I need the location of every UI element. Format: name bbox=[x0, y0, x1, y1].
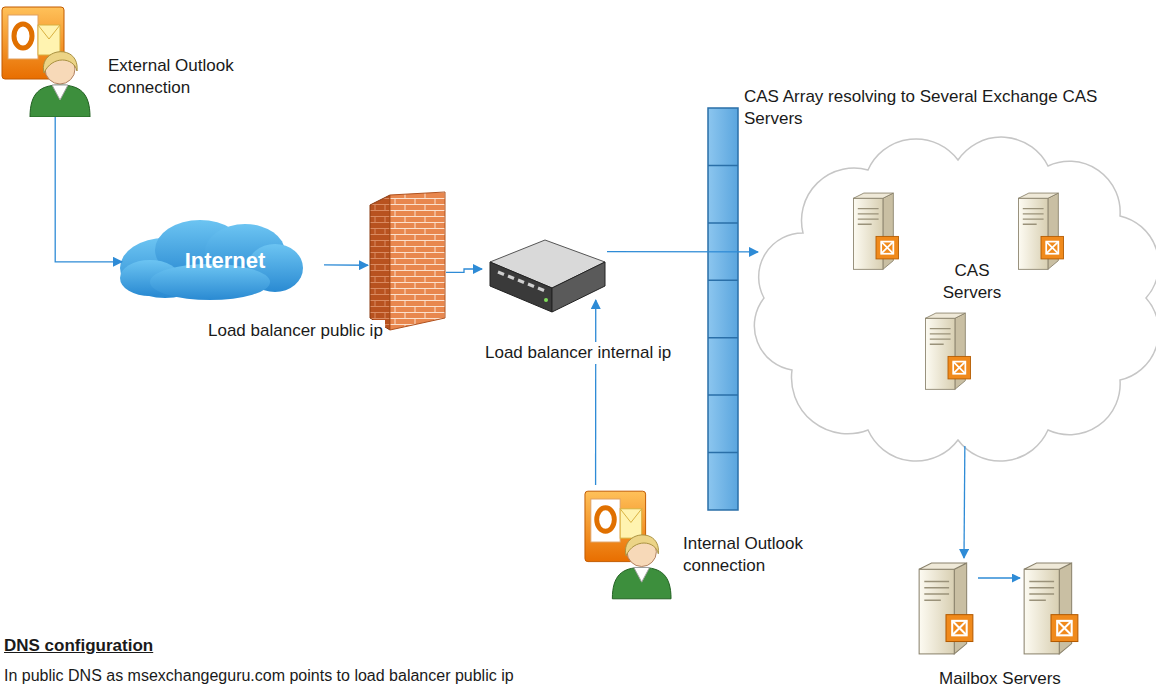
node-label: Internal Outlook connection bbox=[681, 533, 835, 577]
connector-arrow bbox=[963, 446, 965, 558]
internet-cloud: Internet bbox=[122, 222, 324, 300]
node-label: CAS Array resolving to Several Exchange … bbox=[742, 86, 1138, 130]
connector-arrow bbox=[607, 251, 758, 253]
mailbox-servers: Mailbox Servers bbox=[915, 558, 1090, 662]
node-label: CAS Servers bbox=[930, 260, 1014, 304]
connector-arrow bbox=[446, 269, 482, 272]
cloud-outline bbox=[754, 137, 1156, 461]
firewall: Load balancer public ip bbox=[368, 190, 446, 332]
load-balancer: Load balancer internal ip bbox=[482, 238, 607, 300]
outlook-client: External Outlook connection bbox=[0, 5, 92, 117]
cas-array: CAS Array resolving to Several Exchange … bbox=[706, 108, 740, 510]
section-heading: DNS configuration bbox=[4, 636, 153, 656]
node-label: External Outlook connection bbox=[106, 55, 260, 99]
node-label: Internet bbox=[122, 248, 328, 274]
note-text: In public DNS as msexchangeguru.com poin… bbox=[4, 666, 514, 686]
connector-arrow bbox=[595, 300, 596, 485]
connector-arrow bbox=[55, 117, 122, 262]
node-label: Load balancer public ip bbox=[206, 320, 385, 342]
node-label: Load balancer internal ip bbox=[483, 342, 673, 364]
node-label: Mailbox Servers bbox=[937, 668, 1063, 689]
outlook-client: Internal Outlook connection bbox=[583, 485, 673, 603]
connector-arrow bbox=[324, 264, 368, 266]
cas-server-cloud: CAS Servers bbox=[758, 138, 1152, 446]
